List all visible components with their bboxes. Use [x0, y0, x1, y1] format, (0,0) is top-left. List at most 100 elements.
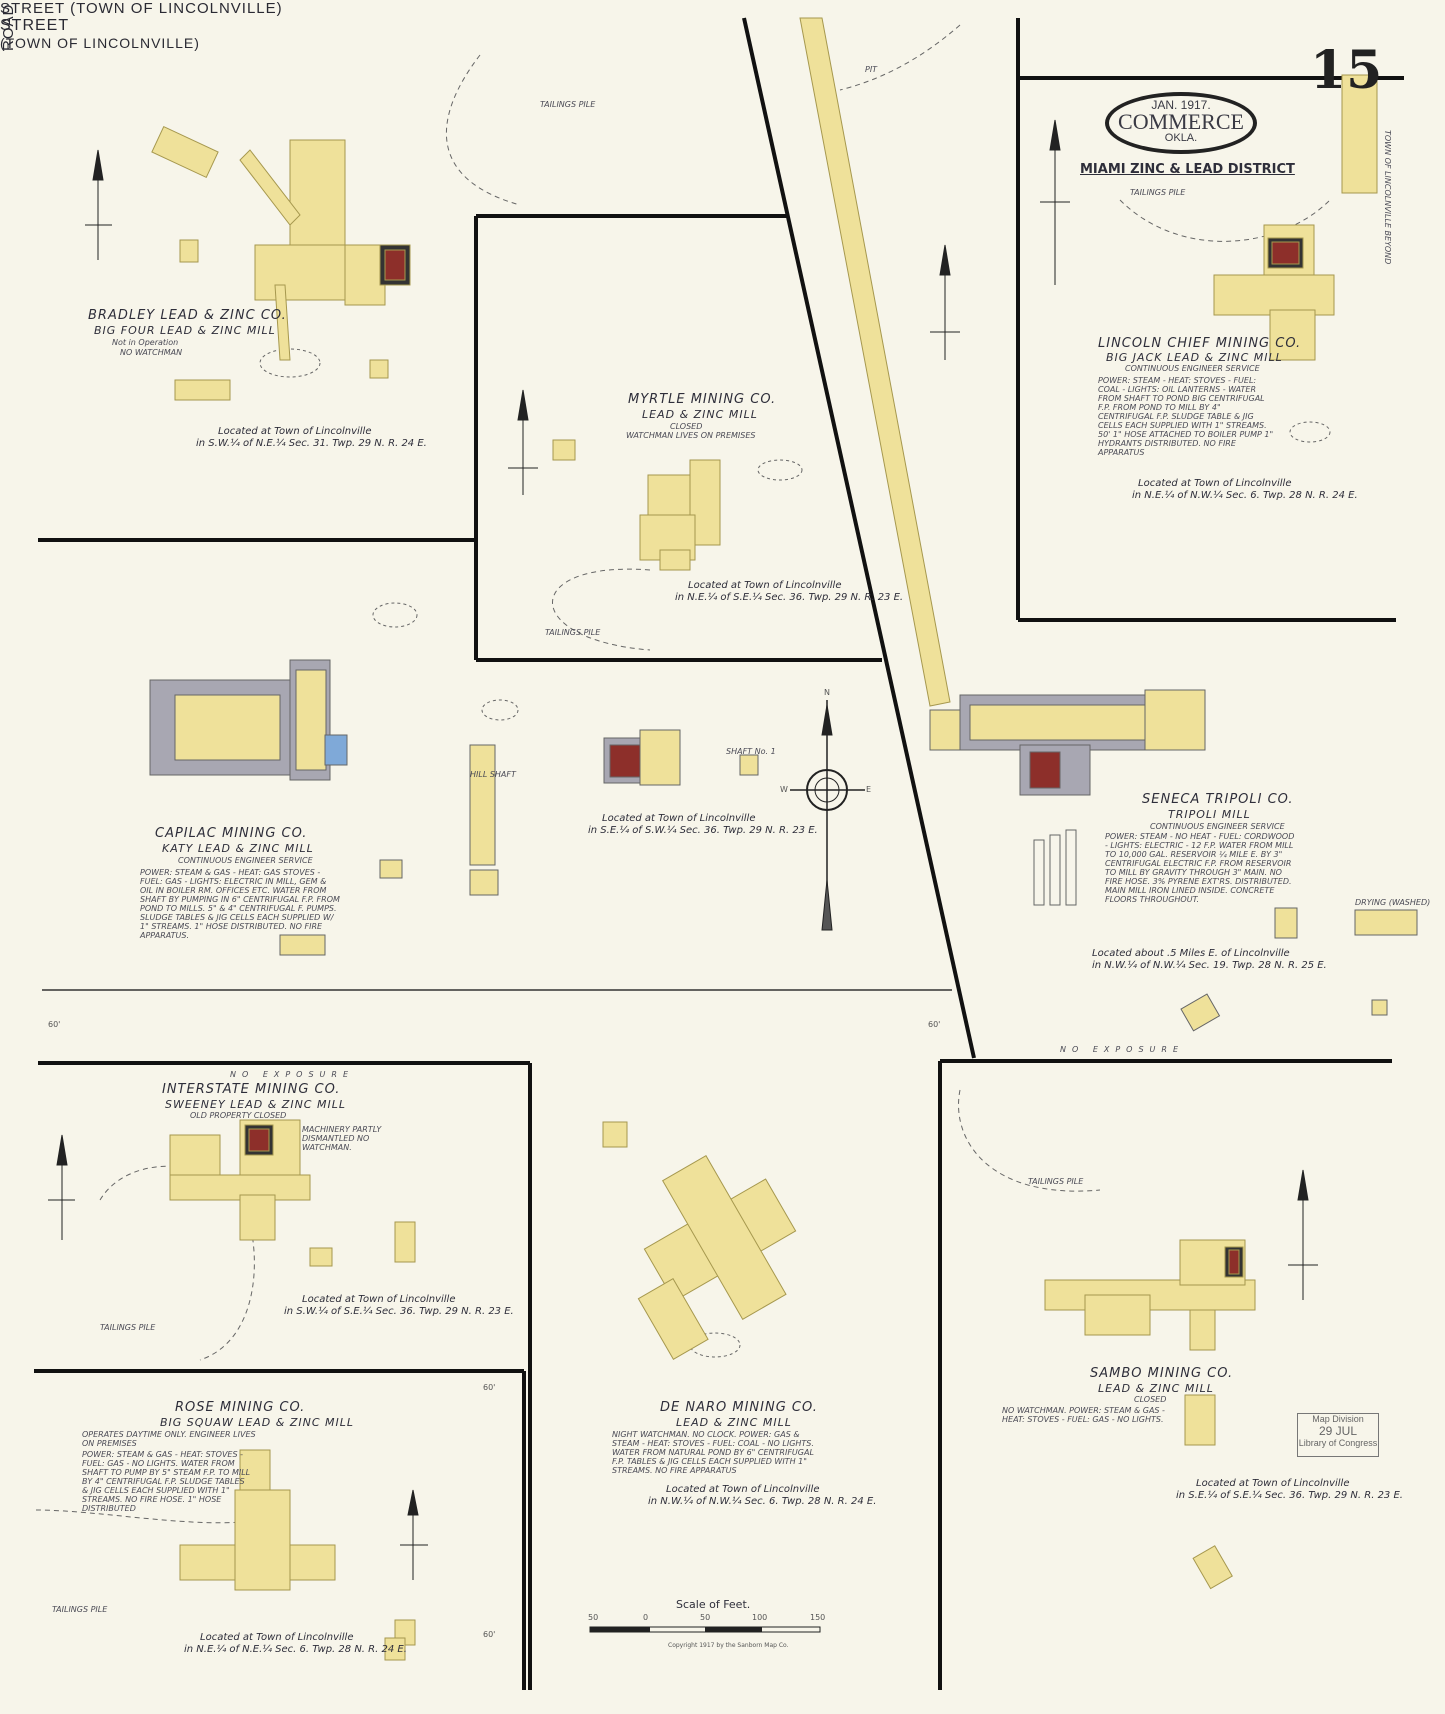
tailings-pile-label-3: TAILINGS PILE [545, 628, 601, 637]
compass-rose [790, 700, 865, 931]
capilac-status: CONTINUOUS ENGINEER SERVICE [178, 856, 313, 865]
rose-company: ROSE MINING CO. [175, 1400, 306, 1415]
seneca-company: SENECA TRIPOLI CO. [1142, 792, 1294, 807]
myrtle-mill: LEAD & ZINC MILL [642, 408, 758, 421]
middle-street-label: STREET [0, 17, 70, 34]
interstate-loc1: Located at Town of Lincolnville [302, 1294, 456, 1305]
tailings-pile-label-6: TAILINGS PILE [52, 1605, 108, 1614]
tailings-pile-label-4: TAILINGS PILE [100, 1323, 156, 1332]
rose-status: OPERATES DAYTIME ONLY. ENGINEER LIVES ON… [82, 1430, 256, 1448]
road-label: ROAD [0, 3, 17, 51]
interstate-note: MACHINERY PARTLY DISMANTLED NO WATCHMAN. [302, 1125, 382, 1152]
stamp-line-2: 29 JUL [1318, 1424, 1358, 1438]
denaro-note: NIGHT WATCHMAN. NO CLOCK. POWER: GAS & S… [612, 1430, 814, 1475]
capilac-mill: KATY LEAD & ZINC MILL [162, 842, 314, 855]
lincolnchief-company: LINCOLN CHIEF MINING CO. [1098, 336, 1302, 351]
sambo-mill: LEAD & ZINC MILL [1098, 1382, 1214, 1395]
seneca-note: POWER: STEAM - NO HEAT - FUEL: CORDWOOD … [1105, 832, 1295, 904]
denaro-loc1: Located at Town of Lincolnville [666, 1484, 820, 1495]
denaro-company: DE NARO MINING CO. [660, 1400, 818, 1415]
seneca-loc1: Located about .5 Miles E. of Lincolnvill… [1092, 948, 1290, 959]
denaro-loc2: in N.W.¼ of N.W.¼ Sec. 6. Twp. 28 N. R. … [648, 1496, 877, 1507]
map-state: OKLA. [1164, 132, 1198, 144]
myrtle-note: WATCHMAN LIVES ON PREMISES [626, 431, 756, 440]
street-width-right: 60' [928, 1020, 941, 1029]
myrtle-loc1: Located at Town of Lincolnville [688, 580, 842, 591]
sheet-number: 15 [1310, 40, 1383, 101]
interstate-mill: SWEENEY LEAD & ZINC MILL [165, 1098, 346, 1111]
interstate-loc2: in S.W.¼ of S.E.¼ Sec. 36. Twp. 29 N. R.… [284, 1306, 514, 1317]
capilac-loc1: Located at Town of Lincolnville [602, 813, 756, 824]
lincolnchief-loc2: in N.E.¼ of N.W.¼ Sec. 6. Twp. 28 N. R. … [1132, 490, 1358, 501]
map-date: JAN. 1917. [1151, 98, 1211, 112]
compass-n: N [824, 688, 830, 697]
lincolnchief-note: POWER: STEAM - HEAT: STOVES - FUEL: COAL… [1098, 376, 1274, 457]
stamp-line-1: Map Division [1312, 1414, 1364, 1424]
bradley-mill: BIG FOUR LEAD & ZINC MILL [94, 324, 276, 337]
myrtle-loc2: in N.E.¼ of S.E.¼ Sec. 36. Twp. 29 N. R.… [675, 592, 904, 603]
scale-tick-0: 0 [643, 1613, 649, 1622]
bradley-company: BRADLEY LEAD & ZINC CO. [88, 308, 287, 323]
block-boundaries [34, 17, 1404, 1690]
map-city: COMMERCE [1118, 109, 1244, 134]
scale-tick-50l: 50 [588, 1613, 599, 1622]
sambo-company: SAMBO MINING CO. [1090, 1366, 1234, 1381]
compass-e: E [866, 785, 872, 794]
lincolnchief-status: CONTINUOUS ENGINEER SERVICE [1125, 364, 1260, 373]
sambo-note: NO WATCHMAN. POWER: STEAM & GAS - HEAT: … [1002, 1406, 1165, 1424]
seneca-status: CONTINUOUS ENGINEER SERVICE [1150, 822, 1285, 831]
rose-loc1: Located at Town of Lincolnville [200, 1632, 354, 1643]
myrtle-status: CLOSED [670, 422, 703, 431]
shaft-no1-buildings [603, 729, 759, 786]
capilac-buildings [149, 659, 499, 956]
rose-mill: BIG SQUAW LEAD & ZINC MILL [160, 1416, 355, 1429]
no-exposure-left: NO EXPOSURE [230, 1070, 355, 1079]
tailings-pile-label-2: TAILINGS PILE [1130, 188, 1186, 197]
rose-loc2: in N.E.¼ of N.E.¼ Sec. 6. Twp. 28 N. R. … [184, 1644, 407, 1655]
copyright: Copyright 1917 by the Sanborn Map Co. [668, 1642, 789, 1649]
road-width-bottom: 60' [483, 1630, 496, 1639]
scale-bar [589, 1626, 821, 1633]
rose-buildings [179, 1449, 416, 1661]
scale-tick-100: 100 [752, 1613, 768, 1622]
myrtle-company: MYRTLE MINING CO. [628, 392, 777, 407]
hill-shaft-label: HILL SHAFT [470, 770, 516, 779]
interstate-status: OLD PROPERTY CLOSED [190, 1111, 287, 1120]
pit-label: PIT [865, 65, 878, 74]
denaro-buildings [637, 1155, 797, 1360]
seneca-loc2: in N.W.¼ of N.W.¼ Sec. 19. Twp. 28 N. R.… [1092, 960, 1327, 971]
library-stamp: Map Division 29 JUL Library of Congress [1297, 1413, 1379, 1457]
sambo-status: CLOSED [1134, 1395, 1167, 1404]
bradley-loc2: in S.W.¼ of N.E.¼ Sec. 31. Twp. 29 N. R.… [196, 438, 427, 449]
lincolnchief-mill: BIG JACK LEAD & ZINC MILL [1106, 351, 1283, 364]
title-cartouche: JAN. 1917. COMMERCE OKLA. [1105, 92, 1257, 154]
tailings-pile-label-1: TAILINGS PILE [540, 100, 596, 109]
district-title: MIAMI ZINC & LEAD DISTRICT [1080, 162, 1295, 177]
scale-tick-50: 50 [700, 1613, 711, 1622]
street-width-left: 60' [48, 1020, 61, 1029]
scale-title: Scale of Feet. [676, 1598, 751, 1611]
interstate-company: INTERSTATE MINING CO. [162, 1082, 341, 1097]
capilac-loc2: in S.E.¼ of S.W.¼ Sec. 36. Twp. 29 N. R.… [588, 825, 818, 836]
bradley-buildings [151, 125, 411, 401]
capilac-note: POWER: STEAM & GAS - HEAT: GAS STOVES - … [140, 868, 340, 940]
bradley-note: NO WATCHMAN [120, 348, 183, 357]
myrtle-buildings [552, 439, 721, 571]
no-exposure-right: NO EXPOSURE [1060, 1045, 1185, 1054]
north-arrows [48, 119, 1318, 1580]
top-street-label: STREET (TOWN OF LINCOLNVILLE) [0, 0, 283, 17]
capilac-company: CAPILAC MINING CO. [155, 826, 308, 841]
sambo-buildings [1044, 1239, 1256, 1590]
bradley-loc1: Located at Town of Lincolnville [218, 426, 372, 437]
drying-washed-label: DRYING (WASHED) [1355, 898, 1431, 907]
town-beyond-label: TOWN OF LINCOLNVILLE BEYOND [1383, 130, 1392, 265]
interstate-buildings [169, 1119, 416, 1267]
lincolnchief-loc1: Located at Town of Lincolnville [1138, 478, 1292, 489]
middle-street-town: (TOWN OF LINCOLNVILLE) [0, 35, 200, 51]
rose-note: POWER: STEAM & GAS - HEAT: STOVES - FUEL… [82, 1450, 251, 1513]
denaro-mill: LEAD & ZINC MILL [676, 1416, 792, 1429]
seneca-buildings [929, 689, 1418, 1032]
shaft-no1-label: SHAFT No. 1 [726, 747, 776, 756]
